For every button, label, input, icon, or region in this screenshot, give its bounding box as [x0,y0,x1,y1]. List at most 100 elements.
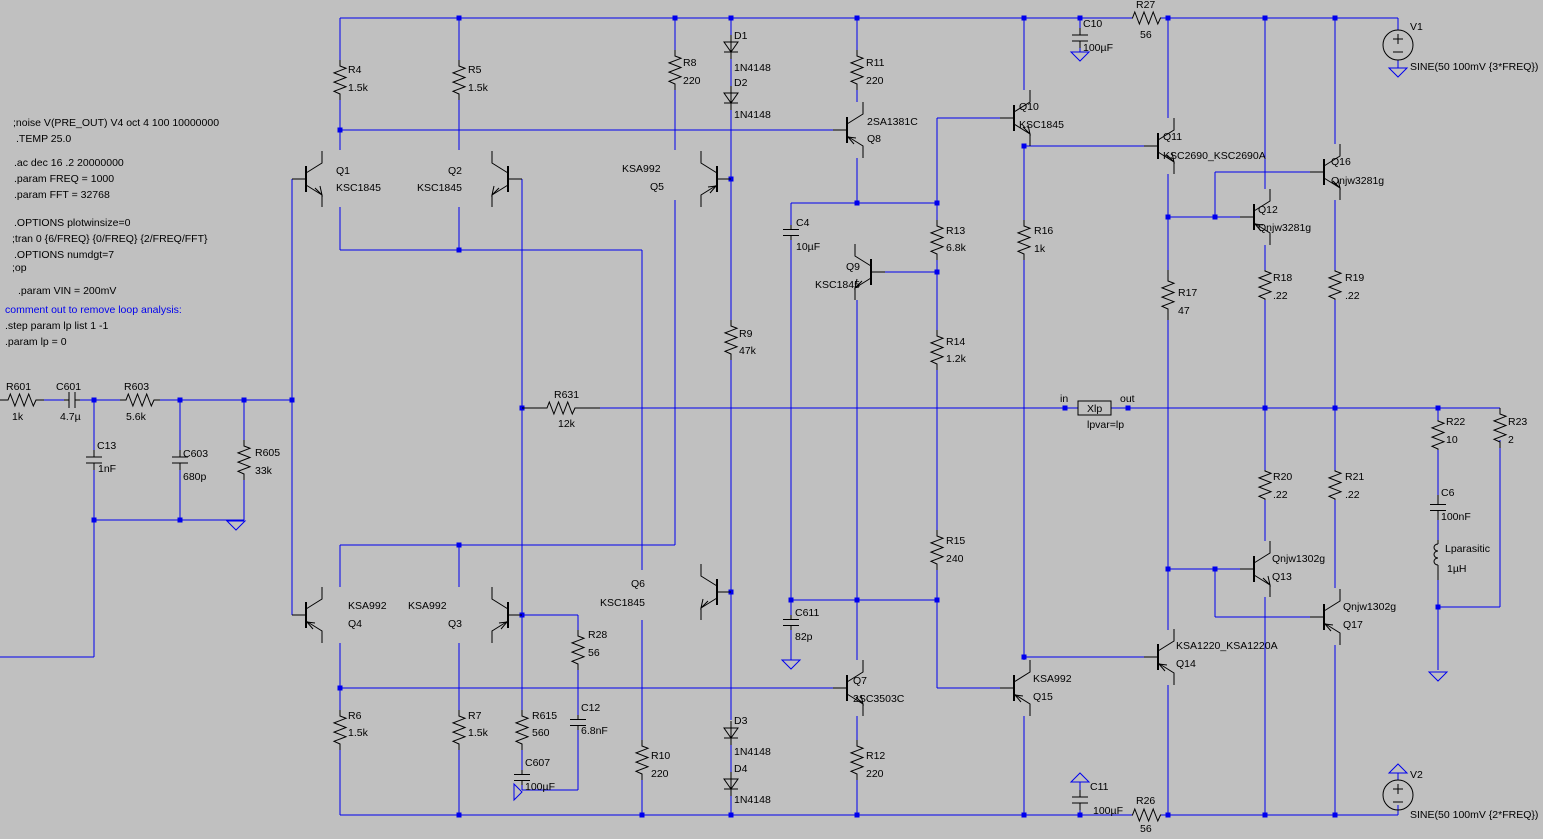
component-value: Q5 [650,181,664,193]
junction-dot [456,542,462,548]
component-value: 4.7µ [60,411,81,423]
component-value: 6.8nF [581,725,608,737]
component-name: Q1 [336,165,350,177]
component-name: R615 [532,710,557,722]
resistor-r4[interactable]: R41.5k [332,60,369,100]
component-value: 240 [946,553,964,565]
component-value: 1.5k [468,727,489,739]
component-value: 2SC3503C [853,693,905,705]
resistor-r20[interactable]: R20.22 [1257,470,1292,501]
component-name: KSA1220_KSA1220A [1176,640,1278,652]
component-name: Lparasitic [1445,543,1490,555]
junction-dot [91,517,97,523]
resistor-r19[interactable]: R19.22 [1327,270,1364,302]
resistor-r18[interactable]: R18.22 [1257,270,1292,302]
component-value: 100µF [1083,42,1113,54]
resistor-r21[interactable]: R21.22 [1327,470,1364,501]
component-name: Q6 [631,578,645,590]
ground-symbol [1387,67,1409,78]
component-value: 1N4148 [734,109,771,121]
resistor-r615[interactable]: R615 560 [514,710,557,750]
junction-dot [456,247,462,253]
component-name: C611 [795,607,819,619]
component-value: KSC1845 [815,279,860,291]
component-name: C603 [183,448,208,460]
resistor-r7[interactable]: R71.5k [451,710,489,750]
directive-param-freq: .param FREQ = 1000 [14,173,114,185]
component-name: KSA992 [408,600,447,612]
junction-dot [1332,405,1338,411]
junction-dot [337,685,343,691]
component-value: KSC2690_KSC2690A [1163,150,1266,162]
resistor-r5[interactable]: R51.5k [451,60,489,100]
component-name: C6 [1441,487,1455,499]
component-value: .22 [1273,290,1288,302]
component-name: R4 [348,64,362,76]
component-value: 1.5k [348,727,369,739]
component-name: R10 [651,750,670,762]
resistor-r6[interactable]: R61.5k [332,710,369,750]
component-name: KSA992 [1033,673,1072,685]
component-value: Q3 [448,618,462,630]
ground-symbol [1427,671,1449,682]
component-value: 560 [532,727,550,739]
directive-tran: ;tran 0 {6/FREQ} {0/FREQ} {2/FREQ/FFT} [12,233,208,245]
component-value: 10µF [796,241,820,253]
